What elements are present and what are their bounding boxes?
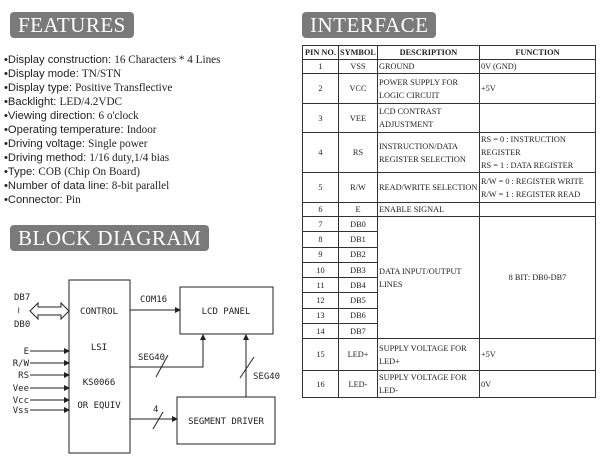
function-line: RS = 0 : INSTRUCTION REGISTER bbox=[480, 135, 566, 157]
feature-item: •Driving voltage: Single power bbox=[4, 137, 221, 151]
function-cell: 0V bbox=[478, 370, 597, 399]
feature-label: •Viewing direction: bbox=[4, 110, 99, 122]
feature-value: 8-bit parallel bbox=[111, 180, 170, 192]
controller-line-4: OR EQUIV bbox=[77, 401, 121, 411]
feature-label: •Number of data line: bbox=[4, 180, 112, 192]
data-bus-arrow bbox=[29, 301, 70, 321]
feature-value: Indoor bbox=[126, 124, 157, 136]
bus4-label: 4 bbox=[153, 405, 158, 415]
interface-heading: INTERFACE bbox=[302, 12, 437, 38]
description-cell: POWER SUPPLY FOR LOGIC CIRCUIT bbox=[376, 73, 480, 104]
function-cell: R/W = 0 : REGISTER WRITE R/W = 1 : REGIST… bbox=[478, 172, 597, 203]
pin-cell: 3 bbox=[302, 103, 339, 133]
symbol-cell: VCC bbox=[338, 73, 378, 104]
feature-item: •Driving method: 1/16 duty,1/4 bias bbox=[4, 151, 221, 165]
feature-label: •Type: bbox=[4, 166, 39, 178]
block-diagram-heading: BLOCK DIAGRAM bbox=[10, 225, 210, 251]
feature-label: •Display mode: bbox=[4, 68, 82, 80]
feature-item: •Display mode: TN/STN bbox=[4, 67, 221, 81]
feature-value: Single power bbox=[88, 138, 148, 150]
description-cell: DATA INPUT/OUTPUT LINES bbox=[376, 215, 480, 340]
description-cell: SUPPLY VOLTAGE FOR LED- bbox=[376, 370, 480, 399]
feature-item: •Type: COB (Chip On Board) bbox=[4, 165, 221, 179]
feature-value: 1/16 duty,1/4 bias bbox=[89, 152, 170, 164]
feature-label: •Driving voltage: bbox=[4, 138, 89, 150]
input-signal-label: Vss bbox=[13, 406, 29, 416]
function-line: R/W = 1 : REGISTER READ bbox=[480, 189, 581, 199]
input-signal-label: R/W bbox=[13, 359, 30, 369]
feature-label: •Driving method: bbox=[4, 152, 90, 164]
input-signal-label: E bbox=[24, 347, 29, 357]
feature-value: Positive Transflective bbox=[75, 82, 173, 94]
bus-bottom-label: DB0 bbox=[14, 320, 30, 330]
feature-value: TN/STN bbox=[81, 68, 122, 80]
pin-cell: 4 bbox=[302, 132, 339, 173]
pin-cell: 2 bbox=[302, 73, 339, 104]
description-cell: SUPPLY VOLTAGE FOR LED+ bbox=[376, 338, 480, 372]
feature-label: •Connector: bbox=[4, 194, 66, 206]
features-list: •Display construction: 16 Characters * 4… bbox=[4, 53, 221, 207]
feature-label: •Operating temperature: bbox=[4, 124, 127, 136]
controller-line-3: KS0066 bbox=[83, 378, 116, 388]
com-label: COM16 bbox=[140, 295, 167, 305]
lcd-panel-label: LCD PANEL bbox=[202, 307, 251, 317]
feature-item: •Operating temperature: Indoor bbox=[4, 123, 221, 137]
symbol-cell: LED- bbox=[338, 370, 378, 399]
symbol-cell: DB7 bbox=[338, 323, 378, 340]
bus-sep: ≀ bbox=[17, 306, 20, 316]
feature-label: •Backlight: bbox=[4, 96, 60, 108]
controller-line-1: CONTROL bbox=[80, 307, 118, 317]
feature-value: Pin bbox=[65, 194, 81, 206]
input-signal-label: Vcc bbox=[13, 396, 29, 406]
seg-label-2: SEG40 bbox=[253, 372, 280, 382]
function-line: RS = 1 : DATA REGISTER bbox=[480, 161, 574, 170]
description-cell: READ/WRITE SELECTION bbox=[376, 172, 480, 203]
segment-driver-label: SEGMENT DRIVER bbox=[188, 417, 264, 427]
feature-item: •Display type: Positive Transflective bbox=[4, 81, 221, 95]
symbol-cell: VEE bbox=[338, 103, 378, 133]
feature-value: 6 o'clock bbox=[98, 110, 139, 122]
pin-cell: 14 bbox=[302, 323, 339, 340]
feature-item: •Viewing direction: 6 o'clock bbox=[4, 109, 221, 123]
feature-item: •Connector: Pin bbox=[4, 193, 221, 207]
feature-value: 16 Characters * 4 Lines bbox=[114, 54, 221, 66]
function-cell: 8 BIT: DB0-DB7 bbox=[478, 215, 597, 340]
symbol-cell: DB2 bbox=[338, 246, 378, 263]
feature-label: •Display type: bbox=[4, 82, 76, 94]
features-heading: FEATURES bbox=[10, 12, 134, 38]
feature-value: LED/4.2VDC bbox=[59, 96, 122, 108]
feature-item: •Display construction: 16 Characters * 4… bbox=[4, 53, 221, 67]
feature-value: COB (Chip On Board) bbox=[38, 166, 141, 178]
pin-cell: 5 bbox=[302, 172, 339, 203]
controller-box bbox=[68, 279, 131, 454]
feature-item: •Number of data line: 8-bit parallel bbox=[4, 179, 221, 193]
pin-cell: 16 bbox=[302, 370, 339, 399]
input-signal-label: Vee bbox=[13, 384, 29, 394]
seg-line-1 bbox=[130, 334, 206, 368]
input-signal-label: RS bbox=[18, 371, 29, 381]
bus-top-label: DB7 bbox=[14, 293, 30, 303]
controller-line-2: LSI bbox=[91, 343, 107, 353]
feature-label: •Display construction: bbox=[4, 54, 115, 66]
seg-label-1: SEG40 bbox=[138, 353, 165, 363]
feature-item: •Backlight: LED/4.2VDC bbox=[4, 95, 221, 109]
function-cell: RS = 0 : INSTRUCTION REGISTER RS = 1 : DA… bbox=[478, 132, 597, 173]
function-cell: +5V bbox=[478, 338, 597, 372]
symbol-cell: LED+ bbox=[338, 338, 378, 372]
function-line: R/W = 0 : REGISTER WRITE bbox=[480, 176, 584, 186]
